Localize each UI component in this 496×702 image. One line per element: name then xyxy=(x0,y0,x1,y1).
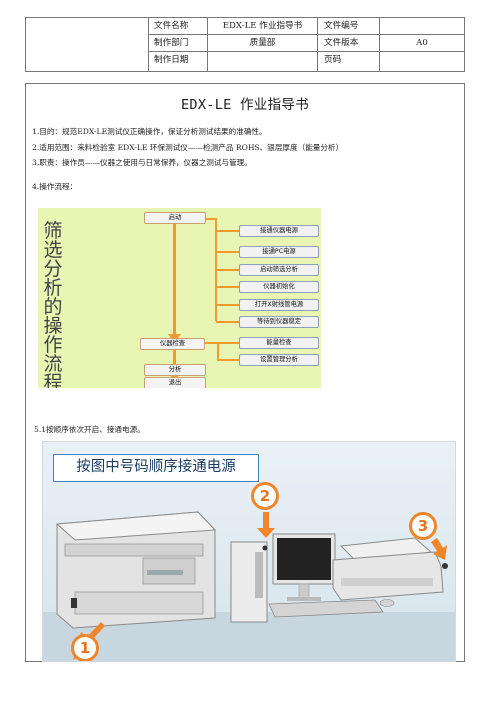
flow-step-exit: 退出 xyxy=(144,377,206,388)
equipment-photo: 按图中号码顺序接通电源 1 2 3 xyxy=(42,441,456,662)
header-value-file-no xyxy=(380,18,464,35)
duty-line: 3.职责：操作员——仪器之使用与日常保养，仪器之测试与管理。 xyxy=(32,158,252,167)
flow-branch-arrow xyxy=(216,286,239,288)
flow-step-analysis: 分析 xyxy=(144,364,206,376)
flow-sub-step: 等待到仪器稳定 xyxy=(239,316,319,328)
flow-sub-step: 接通PC电源 xyxy=(239,246,319,258)
flow-branch-arrow xyxy=(216,321,239,323)
process-line: 4.操作流程： xyxy=(32,182,78,191)
flow-branch-arrow xyxy=(216,251,239,253)
flow-title-char: 操 xyxy=(43,315,63,337)
flow-check-arrow xyxy=(217,359,239,361)
photo-caption: 按图中号码顺序接通电源 xyxy=(53,454,259,482)
header-value-version: A0 xyxy=(380,35,464,52)
marker-3: 3 xyxy=(409,512,437,540)
header-value-dept: 质量部 xyxy=(208,35,318,52)
flow-title-char: 的 xyxy=(43,296,63,318)
flow-title-char: 析 xyxy=(43,277,63,299)
flow-title-char: 作 xyxy=(43,334,63,356)
flow-start-branch xyxy=(206,218,216,220)
flow-step-start: 启动 xyxy=(144,212,206,224)
flow-title-char: 分 xyxy=(43,258,63,280)
flow-title-char: 筛 xyxy=(43,220,63,242)
document-title: EDX-LE 作业指导书 xyxy=(181,97,309,113)
flow-branch-arrow xyxy=(216,230,239,232)
flow-main-line-1 xyxy=(173,223,176,341)
header-label-dept: 制作部门 xyxy=(148,35,208,52)
flow-sub-step: 打开X射线管电源 xyxy=(239,299,319,311)
header-value-date xyxy=(208,52,318,71)
marker-2: 2 xyxy=(251,482,279,510)
header-label-version: 文件版本 xyxy=(318,35,380,52)
header-label-file-no: 文件编号 xyxy=(318,18,380,35)
scope-line: 2.适用范围：来料检验室 EDX-LE 环保测试仪——检测产品 ROHS、银层厚… xyxy=(32,143,344,152)
flow-check-step: 能量检查 xyxy=(239,337,319,349)
flow-check-step: 设置管理分析 xyxy=(239,354,319,366)
flow-title-char: 流 xyxy=(43,353,63,375)
header-table: 文件名称 EDX-LE 作业指导书 文件编号 制作部门 质量部 文件版本 A0 … xyxy=(25,17,465,72)
header-label-page: 页码 xyxy=(318,52,380,71)
header-logo-area xyxy=(26,18,149,71)
header-label-date: 制作日期 xyxy=(148,52,208,71)
flow-check-branch xyxy=(204,342,218,344)
flow-sub-step: 仪器初始化 xyxy=(239,281,319,293)
flow-diagram: 筛 选 分 析 的 操 作 流 程 启动 仪器检查 分析 退出 接通仪器电源 接… xyxy=(38,208,321,388)
flow-branch-arrow xyxy=(216,304,239,306)
step-5-1-line: 5.1按顺序依次开启、接通电源。 xyxy=(34,425,145,434)
flow-sub-step: 接通仪器电源 xyxy=(239,225,319,237)
header-label-file-name: 文件名称 xyxy=(148,18,208,35)
flow-title-char: 程 xyxy=(43,372,63,389)
flow-branch-arrow xyxy=(216,269,239,271)
flow-vertical-title: 筛 选 分 析 的 操 作 流 程 xyxy=(42,220,64,389)
flow-sub-step: 启动筛选分析 xyxy=(239,264,319,276)
purpose-line: 1.目的：规范EDX-LE测试仪正确操作，保证分析测试结果的准确性。 xyxy=(32,127,267,136)
header-value-page xyxy=(380,52,464,71)
flow-step-check: 仪器检查 xyxy=(140,338,205,350)
flow-title-char: 选 xyxy=(43,239,63,261)
marker-1: 1 xyxy=(71,634,99,661)
flow-check-arrow xyxy=(217,342,239,344)
flow-check-vertical xyxy=(217,342,219,360)
header-value-file-name: EDX-LE 作业指导书 xyxy=(208,18,318,35)
instrument-illustration-icon xyxy=(43,511,455,661)
